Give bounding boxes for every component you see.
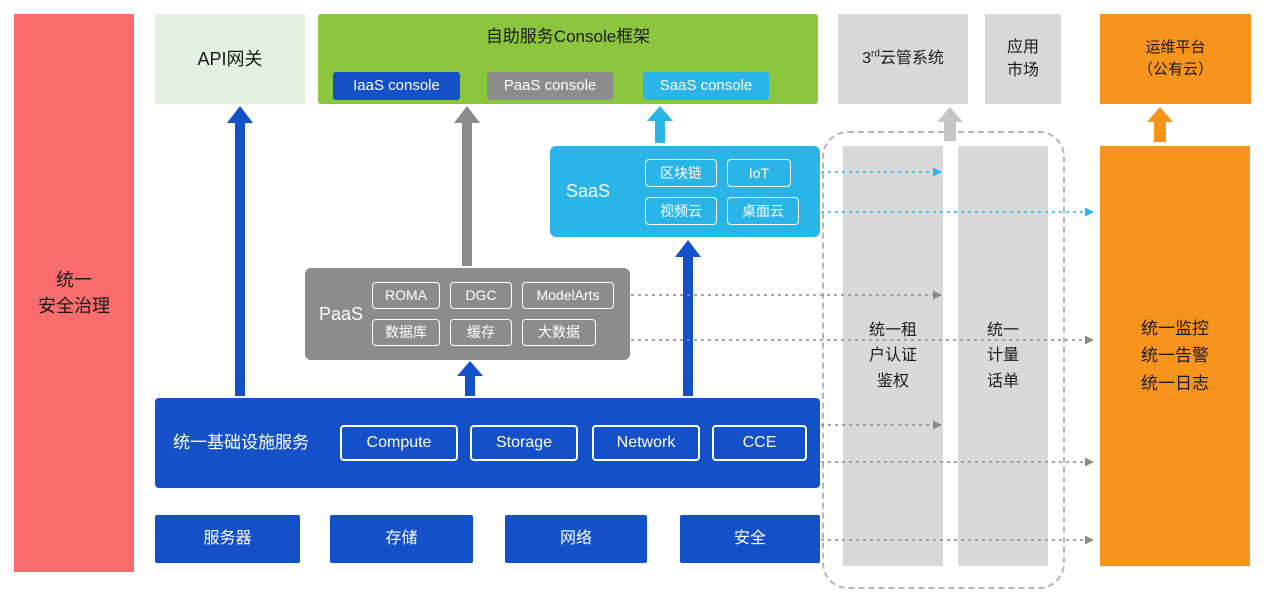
infra-box-storage: 存储 xyxy=(330,515,473,563)
paas-tier-box: PaaS ROMA DGC ModelArts 数据库 缓存 大数据 xyxy=(305,268,630,360)
saas-chip-video-cloud-label: 视频云 xyxy=(660,202,702,219)
metering-pillar: 统一 计量 话单 xyxy=(958,146,1048,566)
infra-box-security: 安全 xyxy=(680,515,820,563)
iaas-chip-storage: Storage xyxy=(470,425,578,461)
metering-pillar-label: 统一 计量 话单 xyxy=(986,321,1019,390)
paas-chip-roma-label: ROMA xyxy=(385,287,427,304)
api-gateway-box: API网关 xyxy=(155,14,305,104)
iaas-chip-cce-label: CCE xyxy=(742,434,777,452)
arrow-om-pillar-to-om-platform xyxy=(1147,107,1173,142)
third-party-sup: rd xyxy=(870,49,880,61)
saas-console-label: SaaS console xyxy=(659,77,753,95)
app-market-label: 应用 市场 xyxy=(1006,38,1039,79)
paas-chip-cache: 缓存 xyxy=(450,319,512,346)
saas-chip-blockchain-label: 区块链 xyxy=(660,164,702,181)
arrow-saas-to-saas-console xyxy=(647,106,673,143)
infra-box-server: 服务器 xyxy=(155,515,300,563)
api-gateway-label: API网关 xyxy=(197,48,263,69)
security-governance-label: 统一 安全治理 xyxy=(38,269,110,316)
om-pillar-label: 统一监控 统一告警 统一日志 xyxy=(1141,319,1209,393)
infra-box-network-label: 网络 xyxy=(559,530,592,548)
saas-chip-iot: IoT xyxy=(727,159,791,187)
arrow-iaas-to-paas xyxy=(457,361,483,396)
saas-chip-desktop-cloud: 桌面云 xyxy=(727,197,799,225)
tenant-auth-pillar-label: 统一租 户认证 鉴权 xyxy=(868,321,917,390)
paas-chip-database-label: 数据库 xyxy=(385,324,427,341)
iaas-chip-storage-label: Storage xyxy=(495,434,553,452)
iaas-chip-network-label: Network xyxy=(616,434,676,452)
tenant-auth-pillar: 统一租 户认证 鉴权 xyxy=(843,146,943,566)
om-pillar: 统一监控 统一告警 统一日志 xyxy=(1100,146,1250,566)
saas-tier-box: SaaS 区块链 IoT 视频云 桌面云 xyxy=(550,146,820,237)
infra-box-storage-label: 存储 xyxy=(385,530,418,548)
iaas-console-label: IaaS console xyxy=(353,77,440,95)
paas-console-label: PaaS console xyxy=(503,77,597,95)
om-platform-label: 运维平台 （公有云） xyxy=(1137,39,1213,78)
saas-tier-label: SaaS xyxy=(566,181,611,202)
saas-console-chip: SaaS console xyxy=(643,72,769,100)
saas-chip-video-cloud: 视频云 xyxy=(645,197,717,225)
third-party-suffix: 云管系统 xyxy=(879,50,944,68)
arrow-iaas-to-saas xyxy=(675,240,701,396)
infra-box-server-label: 服务器 xyxy=(203,530,252,548)
iaas-chip-compute-label: Compute xyxy=(366,434,432,452)
console-frame-title: 自助服务Console框架 xyxy=(485,27,651,46)
saas-chip-desktop-cloud-label: 桌面云 xyxy=(742,202,784,219)
console-frame-box: 自助服务Console框架 IaaS console PaaS console … xyxy=(318,14,818,104)
paas-chip-bigdata: 大数据 xyxy=(522,319,596,346)
arrow-paas-to-console xyxy=(454,106,480,266)
infra-box-security-label: 安全 xyxy=(733,530,766,548)
paas-chip-modelarts-label: ModelArts xyxy=(536,287,600,304)
paas-chip-cache-label: 缓存 xyxy=(467,324,495,341)
paas-chip-bigdata-label: 大数据 xyxy=(538,324,580,341)
iaas-chip-compute: Compute xyxy=(340,425,458,461)
iaas-console-chip: IaaS console xyxy=(333,72,460,100)
infra-box-network: 网络 xyxy=(505,515,647,563)
iaas-chip-network: Network xyxy=(592,425,700,461)
iaas-chip-cce: CCE xyxy=(712,425,807,461)
iaas-tier-box: 统一基础设施服务 Compute Storage Network CCE xyxy=(155,398,820,488)
arrow-iaas-to-api-gateway xyxy=(227,106,253,396)
security-governance-bar: 统一 安全治理 xyxy=(14,14,134,572)
saas-chip-iot-label: IoT xyxy=(748,164,770,181)
third-party-prefix: 3 xyxy=(862,50,871,68)
paas-chip-roma: ROMA xyxy=(372,282,440,309)
iaas-tier-label: 统一基础设施服务 xyxy=(173,432,309,452)
saas-chip-blockchain: 区块链 xyxy=(645,159,717,187)
third-party-cloud-mgmt-box: 3rd云管系统 xyxy=(838,14,968,104)
third-party-cloud-mgmt-label: 3rd云管系统 xyxy=(862,47,944,70)
paas-chip-dgc: DGC xyxy=(450,282,512,309)
paas-chip-modelarts: ModelArts xyxy=(522,282,614,309)
paas-console-chip: PaaS console xyxy=(487,72,613,100)
om-platform-box: 运维平台 （公有云） xyxy=(1100,14,1251,104)
paas-chip-dgc-label: DGC xyxy=(465,287,497,304)
app-market-box: 应用 市场 xyxy=(985,14,1061,104)
paas-tier-label: PaaS xyxy=(319,303,364,324)
paas-chip-database: 数据库 xyxy=(372,319,440,346)
